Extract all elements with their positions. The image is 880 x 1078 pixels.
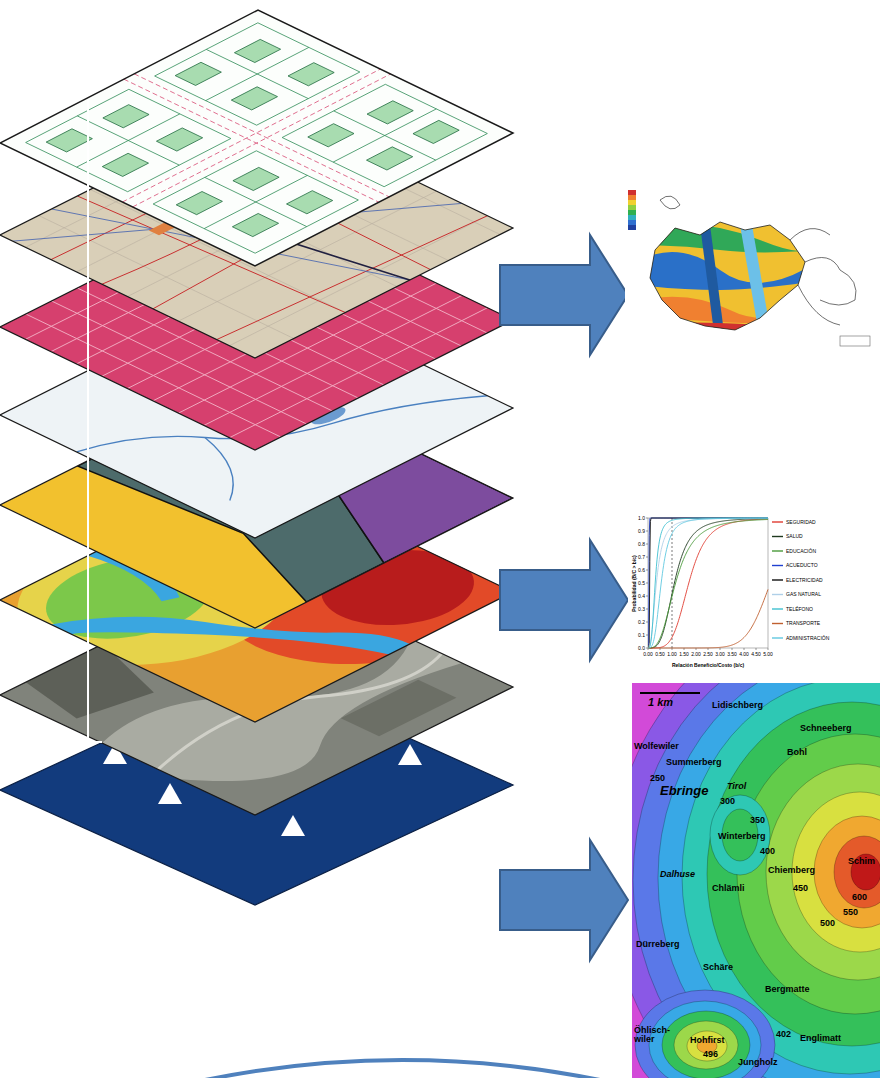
place-name: Öhlisch-wiler <box>634 1026 676 1044</box>
cdf-curve <box>649 518 768 648</box>
legend-text: GAS NATURAL <box>786 592 821 597</box>
axis-tick: 0.7 <box>638 555 645 560</box>
legend-line <box>772 550 783 551</box>
axis-tick: 3.50 <box>727 652 737 657</box>
axis-tick: 5.00 <box>763 652 773 657</box>
place-name: Summerberg <box>666 758 722 767</box>
axis-title: Relación Beneficio/Costo (b/c) <box>672 663 744 668</box>
decor-arc <box>205 1060 600 1078</box>
place-name: 496 <box>703 1050 718 1059</box>
place-name: 250 <box>650 774 665 783</box>
legend-line <box>772 565 783 566</box>
axis-tick: 2.50 <box>703 652 713 657</box>
place-name: Schneeberg <box>800 724 852 733</box>
cdf-curve <box>649 518 768 648</box>
legend-line <box>772 579 783 580</box>
cdf-curve <box>649 589 768 648</box>
legend-text: TELÉFONO <box>786 607 813 612</box>
place-name: Ebringe <box>660 784 708 797</box>
place-name: Schim <box>848 857 875 866</box>
place-name: 300 <box>720 797 735 806</box>
place-name: Winterberg <box>718 832 765 841</box>
axis-tick: 0.2 <box>638 620 645 625</box>
axis-tick: 0.50 <box>655 652 665 657</box>
place-name: Lidischberg <box>712 701 763 710</box>
parcels-layer <box>0 10 513 266</box>
legend-text: ELECTRICIDAD <box>786 578 823 583</box>
place-name: Dalhuse <box>660 870 695 879</box>
legend-text: SEGURIDAD <box>786 520 816 525</box>
axis-tick: 1.0 <box>638 516 645 521</box>
cdf-curve <box>649 518 768 645</box>
axis-title: Probabilidad (B/C > b/c) <box>631 555 636 612</box>
topographic-map <box>632 683 880 1078</box>
axis-tick: 0.6 <box>638 568 645 573</box>
place-name: 402 <box>776 1030 791 1039</box>
legend-line <box>772 637 783 638</box>
block-arrows <box>500 235 628 960</box>
place-name: Englimatt <box>800 1034 841 1043</box>
place-name: Wolfewiler <box>634 742 679 751</box>
axis-tick: 0.1 <box>638 633 645 638</box>
legend-line <box>772 536 783 537</box>
place-name: 400 <box>760 847 775 856</box>
legend-text: SALUD <box>786 534 803 539</box>
axis-tick: 0.4 <box>638 594 645 599</box>
place-name: Bergmatte <box>765 985 810 994</box>
place-name: Jungholz <box>738 1058 778 1067</box>
axis-tick: 0.9 <box>638 529 645 534</box>
axis-tick: 4.50 <box>751 652 761 657</box>
legend-line <box>772 623 783 624</box>
axis-tick: 0.5 <box>638 581 645 586</box>
axis-tick: 2.00 <box>691 652 701 657</box>
place-name: Bohl <box>787 748 807 757</box>
place-name: 550 <box>843 908 858 917</box>
axis-tick: 0.00 <box>643 652 653 657</box>
axis-tick: 4.00 <box>739 652 749 657</box>
axis-tick: 0.0 <box>638 646 645 651</box>
place-name: Tirol <box>727 782 746 791</box>
legend-line <box>772 594 783 595</box>
place-name: Dürreberg <box>636 940 680 949</box>
place-name: Chiemberg <box>768 866 815 875</box>
place-name: Schäre <box>703 963 733 972</box>
legend-line <box>772 608 783 609</box>
locator-line <box>88 100 102 742</box>
axis-tick: 1.50 <box>679 652 689 657</box>
axis-tick: 0.3 <box>638 607 645 612</box>
legend-text: EDUCACIÓN <box>786 549 816 554</box>
place-name: Chlämli <box>712 884 745 893</box>
place-name: Hohfirst <box>690 1036 725 1045</box>
place-name: 350 <box>750 816 765 825</box>
axis-tick: 3.00 <box>715 652 725 657</box>
cdf-curve <box>649 518 768 648</box>
legend-text: TRANSPORTE <box>786 621 820 626</box>
cdf-curve <box>649 519 768 648</box>
legend-text: ADMINISTRACIÓN <box>786 636 829 641</box>
legend-line <box>772 521 783 522</box>
probability-chart <box>628 510 880 675</box>
place-name: 450 <box>793 884 808 893</box>
place-name: 600 <box>852 893 867 902</box>
place-name: 500 <box>820 919 835 928</box>
legend-text: ACUEDUCTO <box>786 563 818 568</box>
cdf-curve <box>649 520 768 649</box>
axis-tick: 0.8 <box>638 542 645 547</box>
cdf-curve <box>649 518 768 648</box>
cdf-curve <box>649 519 768 648</box>
axis-tick: 1.00 <box>667 652 677 657</box>
thematic-map <box>625 180 880 355</box>
place-name: 1 km <box>648 697 673 708</box>
